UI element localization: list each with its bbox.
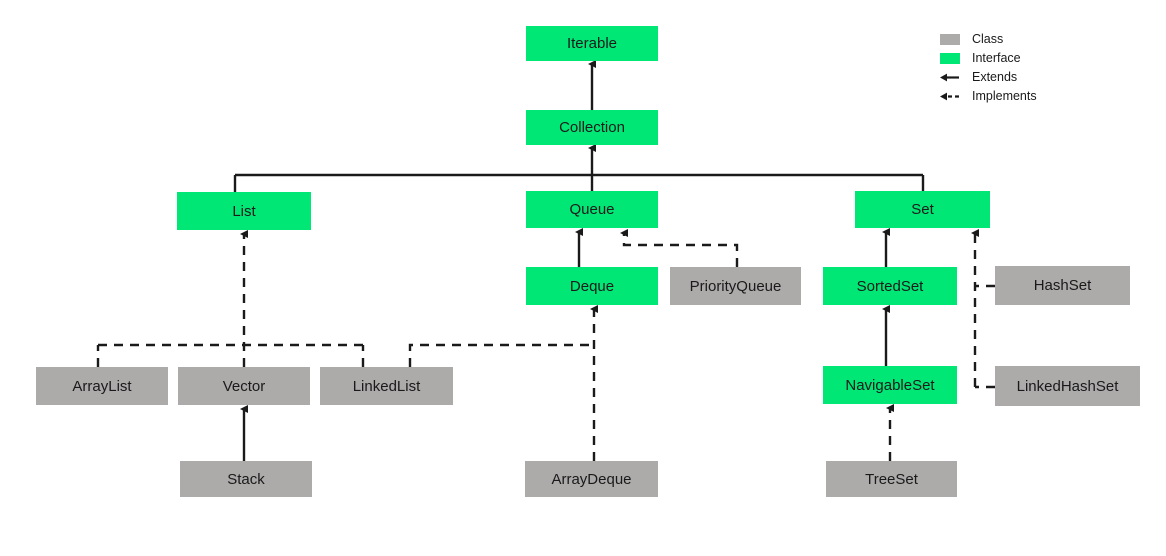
- legend-label: Class: [972, 32, 1004, 46]
- legend-row-interface: Interface: [940, 51, 1021, 65]
- node-label: Stack: [227, 470, 265, 488]
- node-label: HashSet: [1033, 277, 1092, 294]
- node-label: SortedSet: [856, 277, 924, 295]
- node-hashset[interactable]: HashSet: [995, 266, 1130, 305]
- legend-label: Interface: [972, 51, 1021, 65]
- node-label: PriorityQueue: [689, 277, 782, 295]
- node-deque[interactable]: Deque: [526, 267, 658, 305]
- node-label: Deque: [569, 277, 615, 295]
- node-label: Iterable: [566, 35, 618, 52]
- solid-arrow-icon: [940, 72, 960, 83]
- legend-label: Implements: [972, 89, 1037, 103]
- node-label: ArrayList: [72, 377, 132, 395]
- dashed-arrow-icon: [940, 91, 960, 102]
- class-swatch-icon: [940, 33, 960, 45]
- node-set[interactable]: Set: [855, 191, 990, 228]
- node-iterable[interactable]: Iterable: [526, 26, 658, 61]
- node-navigableset[interactable]: NavigableSet: [823, 366, 957, 404]
- legend-row-extends: Extends: [940, 70, 1017, 84]
- node-label: LinkedHashSet: [1016, 377, 1119, 395]
- node-vector[interactable]: Vector: [178, 367, 310, 405]
- node-label: TreeSet: [865, 470, 918, 488]
- node-arraylist[interactable]: ArrayList: [36, 367, 168, 405]
- node-label: Vector: [222, 377, 266, 395]
- node-treeset[interactable]: TreeSet: [826, 461, 957, 497]
- node-label: Queue: [569, 201, 615, 218]
- edge-linkedlist-deque: [408, 343, 594, 367]
- legend-label: Extends: [972, 70, 1018, 84]
- node-linkedhashset[interactable]: LinkedHashSet: [995, 366, 1140, 406]
- node-arraydeque[interactable]: ArrayDeque: [525, 461, 658, 497]
- legend-row-implements: Implements: [940, 89, 1037, 103]
- node-stack[interactable]: Stack: [180, 461, 312, 497]
- legend-row-class: Class: [940, 32, 1003, 46]
- node-priorityqueue[interactable]: PriorityQueue: [670, 267, 801, 305]
- node-collection[interactable]: Collection: [526, 110, 658, 145]
- node-label: List: [232, 202, 256, 220]
- node-label: Collection: [559, 119, 625, 136]
- node-linkedlist[interactable]: LinkedList: [320, 367, 453, 405]
- node-label: NavigableSet: [845, 376, 935, 394]
- node-list[interactable]: List: [177, 192, 311, 230]
- node-label: ArrayDeque: [551, 470, 632, 488]
- node-sortedset[interactable]: SortedSet: [823, 267, 957, 305]
- interface-swatch-icon: [940, 52, 960, 64]
- node-label: Set: [911, 201, 934, 218]
- node-queue[interactable]: Queue: [526, 191, 658, 228]
- node-label: LinkedList: [352, 377, 421, 395]
